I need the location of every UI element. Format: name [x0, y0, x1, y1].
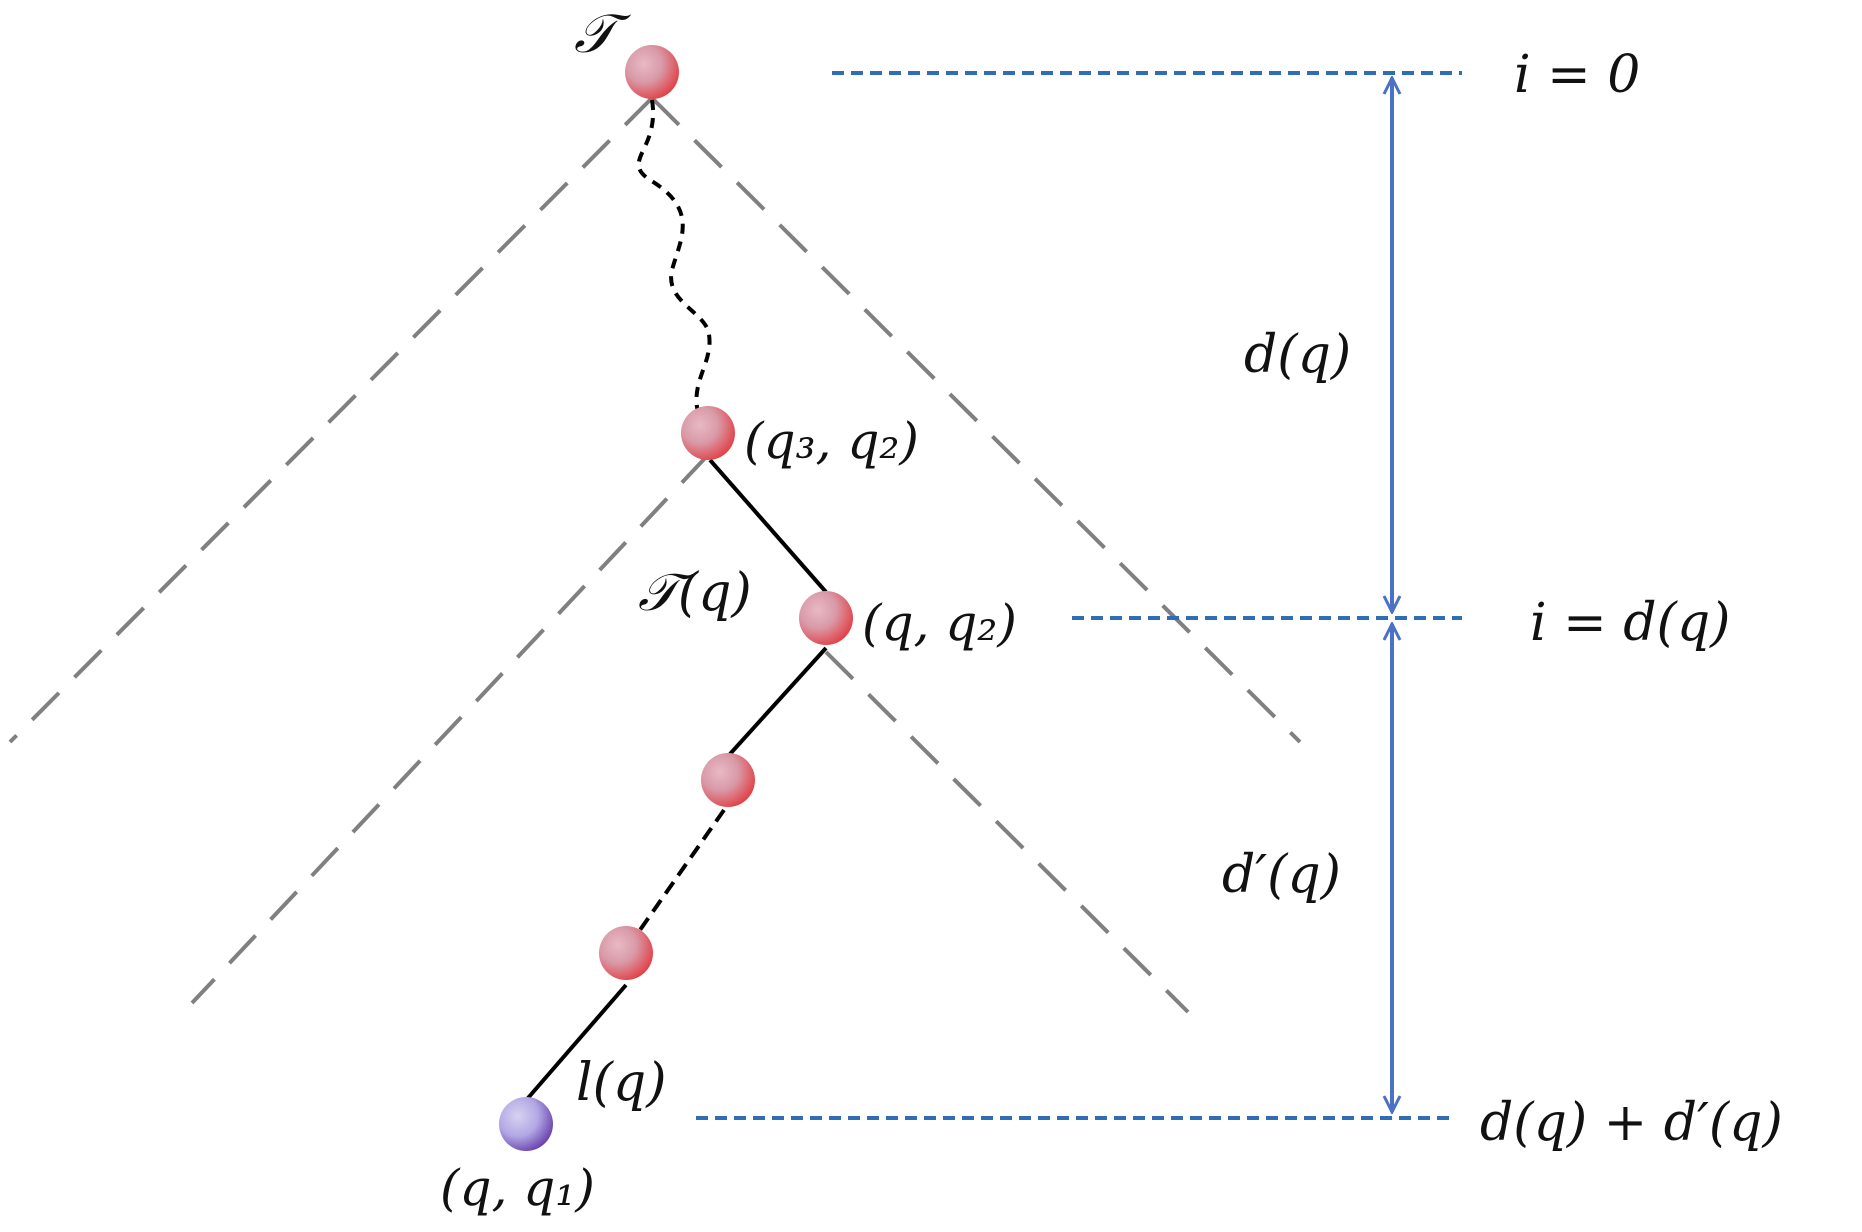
- node-qq2: [799, 591, 853, 645]
- node-root: [625, 45, 679, 99]
- level-label-middle: i = d(q): [1530, 593, 1730, 653]
- outer-triangle-right-side: [650, 96, 1302, 744]
- outer-tree-triangle: [8, 96, 1302, 744]
- span-label-upper: d(q): [1244, 325, 1351, 385]
- qq2-label: (q, q₂): [862, 594, 1017, 652]
- outer-triangle-left-side: [8, 96, 654, 744]
- span-label-lower: d′(q): [1222, 845, 1341, 905]
- subtree-triangle: [824, 650, 1190, 1014]
- edge-mid-a-to-mid-b-dashed: [638, 808, 726, 932]
- node-mid-a: [701, 753, 755, 807]
- node-q3q2: [681, 406, 735, 460]
- level-label-top: i = 0: [1514, 45, 1640, 105]
- edge-mid-b-to-leaf: [526, 983, 628, 1100]
- middle-triangle: [190, 453, 710, 1005]
- middle-triangle-left-side: [190, 453, 710, 1005]
- node-mid-b: [599, 926, 653, 980]
- edge-q3q2-to-qq2: [708, 458, 828, 594]
- leaf-edge-label: l(q): [576, 1053, 667, 1113]
- subtree-triangle-right-side: [824, 650, 1190, 1014]
- root-label: 𝒯: [574, 2, 631, 65]
- edge-qq2-to-mid-a: [728, 646, 828, 756]
- subtree-label: 𝒯(q): [638, 563, 752, 623]
- node-leaf: [499, 1097, 553, 1151]
- q3q2-label: (q₃, q₂): [744, 412, 919, 470]
- root-to-q3q2-path: [636, 99, 712, 413]
- leaf-label: (q, q₁): [440, 1159, 595, 1217]
- level-label-bottom: d(q) + d′(q): [1480, 1093, 1783, 1153]
